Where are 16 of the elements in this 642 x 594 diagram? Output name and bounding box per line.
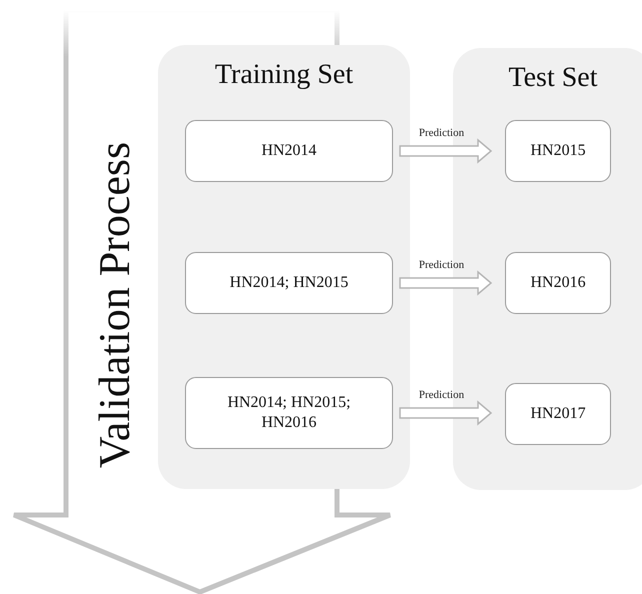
edge-label: Prediction [418, 389, 464, 401]
panel-title: Test Set [507, 62, 599, 94]
vertical-label: Validation Process [93, 142, 137, 468]
dataset-box: HN2014; HN2015; HN2016 [185, 377, 393, 449]
block-arrow [399, 270, 492, 296]
dataset-box: HN2016 [505, 252, 611, 314]
dataset-box: HN2014 [185, 120, 393, 182]
block-arrow [399, 138, 492, 164]
edge-label: Prediction [418, 127, 464, 139]
group-panel [158, 45, 410, 489]
block-arrow [399, 400, 492, 426]
panel-title: Training Set [214, 59, 354, 91]
dataset-box: HN2017 [505, 383, 611, 445]
dataset-box: HN2015 [505, 120, 611, 182]
dataset-box: HN2014; HN2015 [185, 252, 393, 314]
edge-label: Prediction [418, 259, 464, 271]
